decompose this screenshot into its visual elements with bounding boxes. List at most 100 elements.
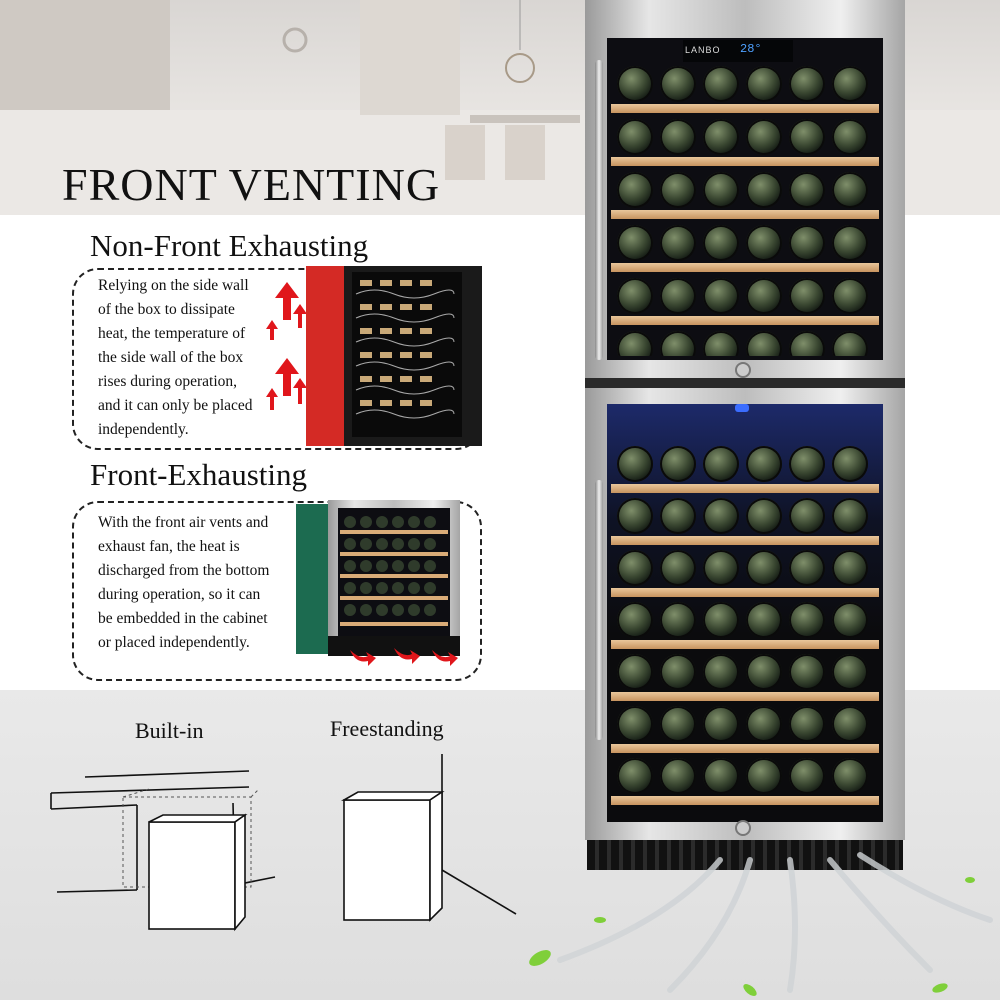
freestanding-label: Freestanding [330,716,444,741]
wine-bottle [746,119,782,155]
heat-up-arrow-icon [266,388,278,410]
wine-bottle [789,602,825,638]
wine-bottle [832,758,868,794]
wine-bottle [832,119,868,155]
wine-bottle [617,331,653,356]
wine-bottle [617,119,653,155]
wine-bottle [660,758,696,794]
wine-bottle [660,225,696,261]
exhaust-arrow-icon [350,650,376,666]
wine-bottle [660,498,696,534]
wooden-shelf [611,316,879,325]
built-in-label: Built-in [135,718,204,743]
desc-line: exhaust fan, the heat is [98,538,240,555]
desc-line: of the box to dissipate [98,301,235,318]
wine-bottle [703,758,739,794]
page-title: FRONT VENTING [62,159,441,210]
wine-bottle [660,119,696,155]
desc-line: Relying on the side wall [98,277,249,294]
wine-bottle [746,550,782,586]
wine-bottle [703,550,739,586]
wine-bottle [617,278,653,314]
front-heading: Front-Exhausting [90,457,307,492]
non-front-fridge-image [306,266,482,448]
heat-up-arrow-icon [275,282,299,320]
wooden-shelf [611,104,879,113]
lock-icon [735,362,751,378]
wooden-shelf [611,796,879,805]
wine-bottle [660,446,696,482]
wine-bottle [617,706,653,742]
wine-bottle [703,278,739,314]
wine-bottle [789,498,825,534]
wine-bottle [617,225,653,261]
wine-bottle [660,654,696,690]
wine-bottle [832,225,868,261]
desc-line: or placed independently. [98,634,250,651]
wooden-shelf [611,744,879,753]
wine-bottle [703,172,739,208]
wine-bottle [832,654,868,690]
desc-line: during operation, so it can [98,586,261,603]
wine-bottle [832,706,868,742]
wine-bottle [660,706,696,742]
wine-bottle [746,278,782,314]
wine-bottle [746,602,782,638]
leaf-icon [932,983,948,993]
wall-clock-icon [282,27,308,53]
wine-bottle [703,331,739,356]
leaf-icon [743,984,757,996]
wine-bottle [660,550,696,586]
leaf-icon [594,917,606,923]
wine-bottle [660,66,696,102]
brand-label: LANBO [685,45,721,55]
wine-bottle [832,550,868,586]
wine-bottle [703,66,739,102]
built-in-diagram [50,770,276,932]
wine-bottle [660,172,696,208]
wine-bottle [789,654,825,690]
desc-line: With the front air vents and [98,514,269,531]
wine-bottle [703,119,739,155]
wine-bottle [832,446,868,482]
front-callout [72,501,482,681]
wooden-shelf [611,484,879,493]
desc-line: independently. [98,421,189,438]
wine-bottle [746,66,782,102]
wine-bottle [832,331,868,356]
top-shelves [611,60,879,356]
wine-bottle [746,654,782,690]
wine-bottle [703,446,739,482]
wine-bottle [703,225,739,261]
non-front-description: Relying on the side wall of the box to d… [98,274,253,442]
wine-bottle [789,66,825,102]
wine-bottle [617,602,653,638]
wine-bottle [746,706,782,742]
desc-line: discharged from the bottom [98,562,270,579]
desc-line: heat, the temperature of [98,325,246,342]
wine-bottle [660,602,696,638]
heat-up-arrow-icon [275,358,299,396]
heat-up-arrows [266,282,307,410]
wine-bottle [746,172,782,208]
wine-bottle [832,172,868,208]
wine-bottle [660,278,696,314]
wooden-shelf [611,640,879,649]
wine-bottle [789,331,825,356]
wine-bottle [832,498,868,534]
wine-bottle [746,225,782,261]
front-fridge-image [296,500,462,670]
wine-bottle [617,654,653,690]
wine-bottle [617,498,653,534]
desc-line: and it can only be placed [98,397,253,414]
top-door-handle [595,60,603,360]
wine-bottle [789,172,825,208]
desc-line: be embedded in the cabinet [98,610,268,627]
wine-bottle [789,446,825,482]
wine-bottle [703,706,739,742]
exhaust-arrows [350,648,458,666]
airflow-illustration [529,852,993,996]
wine-bottle [832,602,868,638]
wine-bottle [617,550,653,586]
exhaust-arrow-icon [432,650,458,666]
